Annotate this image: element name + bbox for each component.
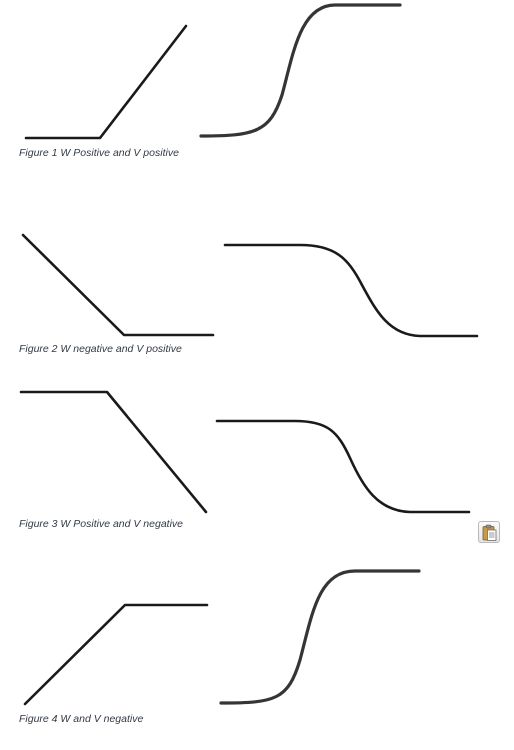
clipboard-icon [482, 524, 497, 541]
figure-1-caption: Figure 1 W Positive and V positive [19, 147, 179, 159]
figure-4-caption: Figure 4 W and V negative [19, 713, 144, 725]
figure-1-relu-curve [24, 24, 188, 140]
figure-4-sigmoid-curve [219, 569, 421, 705]
figure-2-relu-curve [21, 233, 215, 337]
figure-3 [19, 390, 471, 514]
figure-2 [21, 233, 479, 338]
paste-options-button[interactable] [478, 521, 500, 543]
figure-4-relu-curve [23, 603, 209, 706]
figure-1 [24, 3, 402, 140]
figure-3-relu-curve [19, 390, 208, 514]
figure-3-caption: Figure 3 W Positive and V negative [19, 518, 184, 530]
figure-2-sigmoid-curve [223, 243, 479, 338]
figure-3-sigmoid-curve [215, 419, 471, 514]
figure-1-sigmoid-curve [199, 3, 402, 138]
figure-2-caption: Figure 2 W negative and V positive [19, 343, 182, 355]
figure-4 [23, 569, 421, 706]
